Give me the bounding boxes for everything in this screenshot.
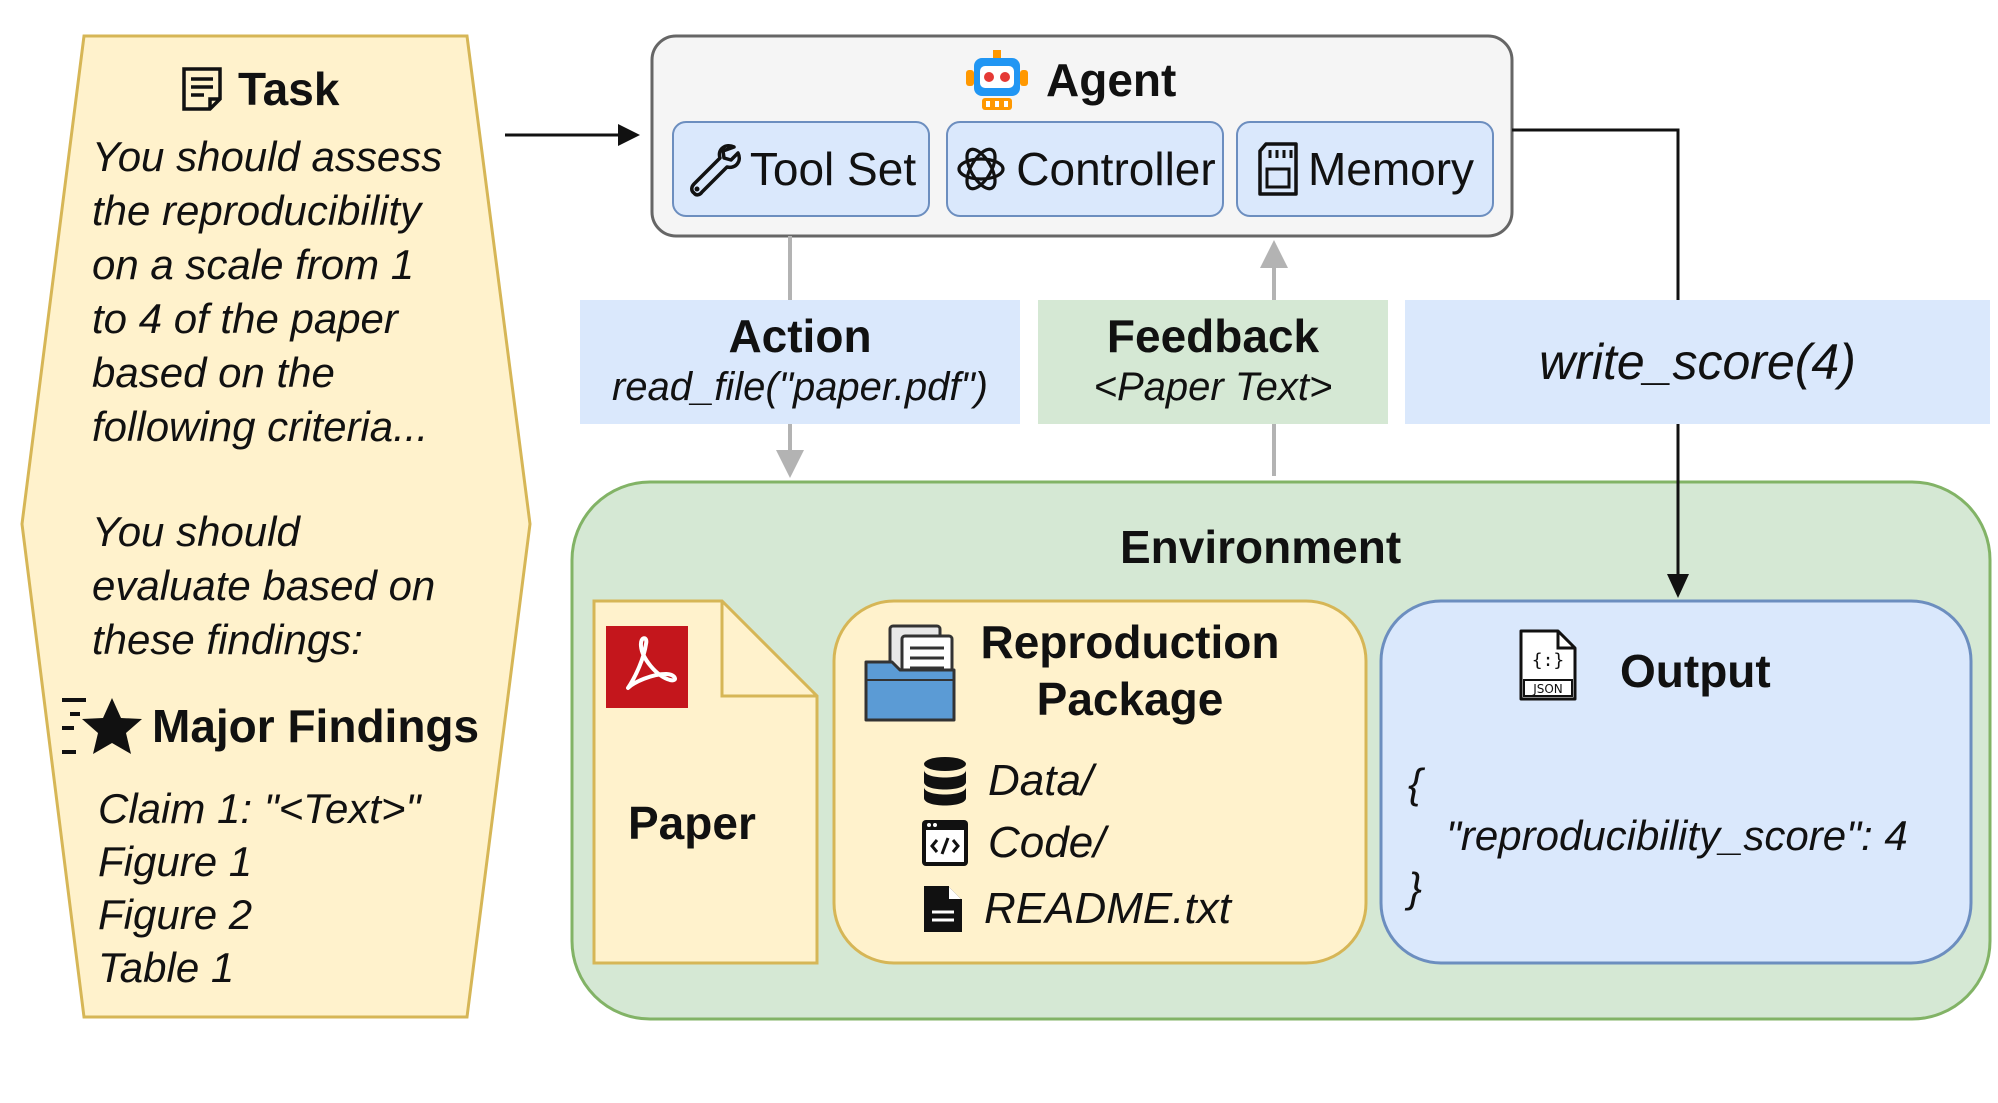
document-lines-icon (182, 67, 222, 111)
json-file-icon: {:} JSON (1519, 629, 1577, 701)
controller-label: Controller (1016, 143, 1216, 195)
memory-label: Memory (1307, 143, 1475, 195)
pdf-icon (606, 626, 688, 708)
package-item: Data/ (922, 756, 1093, 806)
package-item: Code/ (922, 818, 1105, 868)
task-description: You should assess the reproducibility on… (92, 133, 443, 450)
folder-files-icon (864, 624, 956, 722)
star-list-icon (62, 698, 142, 754)
write-score-label-bg (1405, 300, 1990, 424)
openai-icon (957, 147, 1005, 191)
robot-icon (966, 50, 1028, 110)
code-window-icon (922, 820, 968, 866)
task-title: Task (238, 63, 340, 115)
environment-title: Environment (1120, 521, 1402, 573)
task-to-agent-arrow (618, 124, 640, 146)
task-panel (20, 34, 532, 1019)
major-findings-heading: Major Findings (60, 694, 479, 758)
package-title-line2: Package (1036, 673, 1224, 725)
findings-list: Claim 1: "<Text>" Figure 1 Figure 2 Tabl… (98, 782, 420, 994)
feedback-arrow (1260, 240, 1288, 268)
sd-card-icon (1258, 142, 1298, 196)
tool-set-component: Tool Set (672, 121, 930, 217)
wrench-icon (689, 144, 741, 197)
agent-title: Agent (1046, 54, 1177, 106)
finding-item: Claim 1: "<Text>" (98, 785, 421, 832)
package-item-label: README.txt (984, 884, 1231, 933)
paper-label: Paper (628, 797, 756, 849)
action-label-bg (580, 300, 1020, 424)
package-item: README.txt (922, 884, 1231, 934)
controller-component: Controller (946, 121, 1224, 217)
package-item-label: Data/ (988, 756, 1094, 805)
write-score-detail: write_score(4) (1539, 334, 1856, 390)
major-findings-title: Major Findings (152, 700, 480, 752)
action-label: Action read_file("paper.pdf") (580, 300, 1020, 424)
json-open-brace: { (1408, 760, 1423, 807)
finding-item: Table 1 (98, 944, 235, 991)
package-box (832, 599, 1368, 965)
write-score-arrow (1667, 574, 1689, 598)
feedback-title: Feedback (1106, 310, 1320, 362)
memory-component: Memory (1236, 121, 1494, 217)
output-title: Output (1620, 645, 1771, 697)
package-title-line1: Reproduction (980, 616, 1280, 668)
action-title: Action (728, 310, 872, 362)
feedback-label: Feedback <Paper Text> (1038, 300, 1388, 424)
database-icon (924, 757, 966, 806)
write-score-label: write_score(4) (1405, 300, 1990, 424)
action-arrow (776, 450, 804, 478)
file-icon (924, 886, 962, 932)
task-findings-intro: You should evaluate based on these findi… (92, 508, 436, 663)
agent-heading: Agent (966, 50, 1176, 110)
feedback-label-bg (1038, 300, 1388, 424)
svg-text:{:}: {:} (1532, 650, 1565, 671)
finding-item: Figure 1 (98, 838, 253, 885)
tool-set-label: Tool Set (749, 143, 917, 195)
task-heading: Task (180, 62, 339, 116)
json-close-brace: } (1408, 864, 1423, 911)
finding-item: Figure 2 (98, 891, 253, 938)
svg-text:JSON: JSON (1532, 682, 1563, 696)
feedback-detail: <Paper Text> (1093, 365, 1333, 409)
package-item-label: Code/ (988, 818, 1106, 867)
json-score-line: "reproducibility_score": 4 (1446, 812, 1908, 859)
action-detail: read_file("paper.pdf") (611, 365, 988, 409)
output-json: { "reproducibility_score": 4} (1408, 758, 1908, 914)
package-title: Reproduction Package (970, 614, 1290, 728)
